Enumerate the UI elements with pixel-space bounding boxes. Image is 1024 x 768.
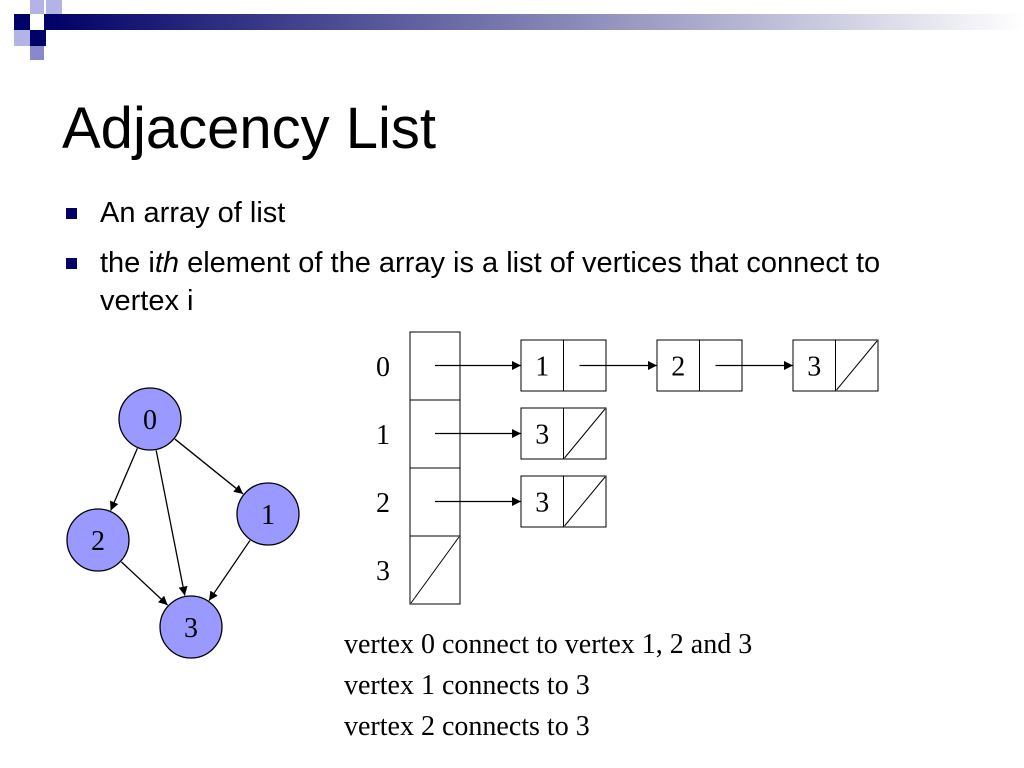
graph-edge-1-3 (208, 540, 251, 601)
header-gradient-bar (44, 14, 1024, 30)
list-node-value: 2 (671, 352, 685, 383)
list-node-value: 3 (535, 420, 549, 451)
array-index-label: 1 (376, 420, 390, 451)
graph-edge-0-1 (174, 438, 244, 495)
bullet-item-ith-element: the ith element of the array is a list o… (64, 244, 884, 320)
graph-node-label: 3 (184, 613, 198, 644)
graph-node-label: 0 (143, 405, 157, 436)
caption-line: vertex 0 connect to vertex 1, 2 and 3 (344, 629, 753, 660)
bullet-item-array-of-list: An array of list (64, 194, 884, 232)
header-square (30, 0, 44, 14)
graph-node-label: 2 (91, 526, 105, 557)
graph-node-3 (159, 595, 223, 659)
header-square (14, 14, 30, 30)
graph-node-label: 1 (261, 500, 275, 531)
graph-edge-0-2 (110, 448, 138, 511)
header-square (46, 0, 62, 14)
bullet-text: An array of list (100, 197, 286, 229)
caption-block: vertex 0 connect to vertex 1, 2 and 3 ve… (344, 624, 752, 747)
null-pointer-slash (836, 340, 878, 391)
array-index-label: 0 (376, 352, 390, 383)
graph-node-0 (118, 387, 182, 451)
header-square (30, 30, 46, 46)
null-pointer-slash (564, 408, 606, 459)
graph-node-1 (236, 482, 300, 546)
graph: 0 1 2 3 (66, 387, 300, 659)
square-bullet-icon (66, 258, 77, 269)
list-node-value: 3 (535, 488, 549, 519)
list-node-value: 3 (807, 352, 821, 383)
caption-line: vertex 1 connects to 3 (344, 670, 590, 701)
header-square (14, 30, 30, 46)
graph-node-2 (66, 508, 130, 572)
bullet-text-post: element of the array is a list of vertic… (100, 247, 881, 317)
graph-edge-2-3 (120, 561, 169, 606)
array-index-label: 3 (376, 556, 390, 587)
graph-edge-0-3 (155, 450, 188, 596)
null-pointer-slash (410, 536, 460, 604)
bullet-text-pre: the i (100, 247, 155, 279)
adjacency-list: 0 1 2 3 1 3 2 3 3 (376, 331, 879, 605)
header-square (0, 0, 14, 14)
null-pointer-slash (564, 476, 606, 527)
list-node-value: 1 (535, 352, 549, 383)
square-bullet-icon (66, 208, 77, 219)
header-decoration (0, 0, 1024, 60)
caption-line: vertex 2 connects to 3 (344, 711, 590, 742)
bullet-list: An array of list the ith element of the … (64, 194, 884, 332)
slide-title: Adjacency List (62, 96, 436, 161)
header-square (30, 46, 44, 60)
array-index-label: 2 (376, 488, 390, 519)
bullet-text-em: th (154, 247, 180, 279)
